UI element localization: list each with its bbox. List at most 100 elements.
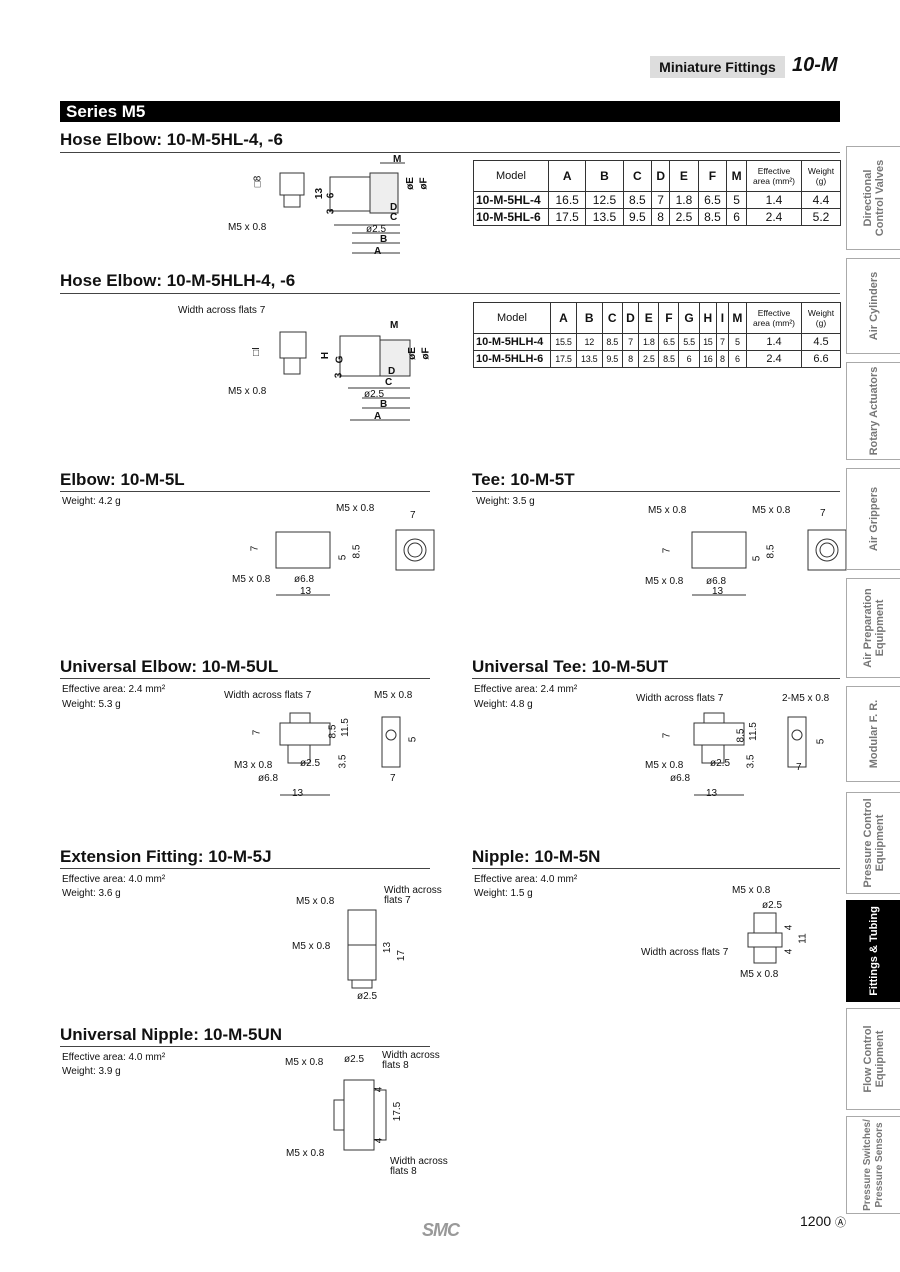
- n-dim-d25: ø2.5: [762, 900, 783, 911]
- tab-label: Fittings & Tubing: [867, 906, 880, 996]
- table-header-cell: C: [601, 302, 623, 334]
- section-rule: [60, 1046, 430, 1047]
- tab-directional-control-valves[interactable]: Directional Control Valves: [846, 146, 900, 250]
- page-mark: Ⓐ: [835, 1217, 847, 1229]
- table-hl: Model A B C D E F M Effective area (mm²)…: [473, 160, 841, 226]
- section-title-ut: Universal Tee: 10-M-5UT: [472, 657, 669, 676]
- hl-dim-m: M: [393, 154, 402, 165]
- table-header-cell: Weight (g): [801, 302, 841, 334]
- hlh-drawing: [279, 331, 411, 421]
- table-header-row: Model A B C D E F M Effective area (mm²)…: [473, 160, 841, 192]
- tab-fittings-tubing[interactable]: Fittings & Tubing: [846, 900, 900, 1002]
- tab-rotary-actuators[interactable]: Rotary Actuators: [846, 362, 900, 460]
- table-header-cell: E: [638, 302, 660, 334]
- hlh-dim-b: B: [380, 399, 388, 410]
- ul-dim-7-left: 7: [251, 729, 263, 736]
- ut-dim-d25: ø2.5: [710, 758, 731, 769]
- tab-label: Pressure Control Equipment: [861, 798, 886, 888]
- hlh-dim-d: D: [388, 366, 396, 377]
- ut-drawing: [693, 712, 807, 796]
- table-cell: 8: [621, 350, 640, 368]
- tab-label: Pressure Switches/ Pressure Sensors: [861, 1119, 885, 1211]
- table-cell: 8.5: [601, 333, 623, 351]
- tab-pressure-switches-sensors[interactable]: Pressure Switches/ Pressure Sensors: [846, 1116, 900, 1214]
- hl-drawing: [279, 162, 405, 254]
- table-cell: 6: [678, 350, 700, 368]
- t-thread-left: M5 x 0.8: [648, 505, 687, 516]
- table-cell: 2.4: [746, 350, 802, 368]
- section-title-ul: Universal Elbow: 10-M-5UL: [60, 657, 279, 676]
- table-header-cell: A: [550, 302, 577, 334]
- t-dim-7-left: 7: [661, 547, 673, 554]
- n-area: Effective area: 4.0 mm²: [474, 874, 578, 885]
- table-cell: 16.5: [547, 191, 587, 209]
- table-cell: 16: [698, 350, 718, 368]
- l-dim-7-left: 7: [249, 545, 261, 552]
- tab-flow-control-equipment[interactable]: Flow Control Equipment: [846, 1008, 900, 1110]
- ul-weight: Weight: 5.3 g: [62, 699, 121, 710]
- ul-thread-m3: M3 x 0.8: [234, 760, 273, 771]
- l-weight: Weight: 4.2 g: [62, 496, 121, 507]
- tab-pressure-control-equipment[interactable]: Pressure Control Equipment: [846, 792, 900, 894]
- table-cell: 10-M-5HL-4: [473, 191, 549, 209]
- table-header-cell: B: [575, 302, 603, 334]
- section-rule: [472, 868, 840, 869]
- table-header-cell: F: [658, 302, 680, 334]
- table-cell: 6: [726, 208, 747, 226]
- n-thread-top: M5 x 0.8: [732, 885, 771, 896]
- l-dim-7-top: 7: [410, 510, 416, 521]
- hl-dim-c: C: [390, 212, 398, 223]
- table-header-cell: B: [585, 160, 624, 192]
- table-row: 10-M-5HLH-6 17.5 13.5 9.5 8 2.5 8.5 6 16…: [473, 350, 841, 368]
- ut-dim-35: 3.5: [745, 754, 757, 769]
- ut-dim-13: 13: [706, 788, 718, 799]
- table-cell: 10-M-5HL-6: [473, 208, 549, 226]
- ul-dim-115: 11.5: [339, 718, 351, 737]
- table-cell: 6.6: [801, 350, 841, 368]
- table-header-row: Model A B C D E F G H I M Effective area…: [473, 302, 841, 334]
- table-cell: 1.8: [669, 191, 699, 209]
- l-drawing: [275, 529, 435, 596]
- section-title-n: Nipple: 10-M-5N: [472, 847, 601, 866]
- tab-air-grippers[interactable]: Air Grippers: [846, 468, 900, 570]
- j-dim-d25: ø2.5: [357, 991, 378, 1002]
- ut-area: Effective area: 2.4 mm²: [474, 684, 578, 695]
- tab-air-cylinders[interactable]: Air Cylinders: [846, 258, 900, 354]
- table-cell: 6: [727, 350, 748, 368]
- ut-weight: Weight: 4.8 g: [474, 699, 533, 710]
- table-header-cell: C: [622, 160, 653, 192]
- table-cell: 7: [716, 333, 729, 351]
- ul-flats-label: Width across flats 7: [224, 690, 312, 701]
- tab-air-preparation-equipment[interactable]: Air Preparation Equipment: [846, 578, 900, 678]
- table-header-cell: Model: [473, 302, 551, 334]
- t-dim-13: 13: [712, 586, 724, 597]
- table-header-cell: M: [726, 160, 747, 192]
- j-weight: Weight: 3.6 g: [62, 888, 121, 899]
- j-flats-line2: flats 7: [384, 895, 411, 906]
- table-cell: 6.5: [697, 191, 728, 209]
- section-rule: [60, 868, 430, 869]
- tab-modular-fr[interactable]: Modular F. R.: [846, 686, 900, 782]
- table-row: 10-M-5HL-4 16.5 12.5 8.5 7 1.8 6.5 5 1.4…: [473, 191, 841, 209]
- table-cell: 5.5: [678, 333, 700, 351]
- page-number: 1200 Ⓐ: [800, 1213, 846, 1230]
- ul-dim-13: 13: [292, 788, 304, 799]
- l-dim-d68: ø6.8: [294, 574, 315, 585]
- table-cell: 15.5: [550, 333, 577, 351]
- table-cell: 5: [726, 191, 747, 209]
- hlh-dim-h: H: [320, 351, 332, 360]
- l-thread-top: M5 x 0.8: [336, 503, 375, 514]
- table-header-cell: D: [651, 160, 671, 192]
- section-title-un: Universal Nipple: 10-M-5UN: [60, 1025, 282, 1044]
- table-cell: 17.5: [547, 208, 587, 226]
- table-cell: 9.5: [622, 208, 653, 226]
- ut-dim-7: 7: [796, 762, 802, 773]
- table-cell: 13.5: [585, 208, 624, 226]
- un-dim-4-bottom: 4: [373, 1137, 385, 1144]
- ul-drawing: [279, 712, 401, 796]
- j-area: Effective area: 4.0 mm²: [62, 874, 166, 885]
- table-cell: 8.5: [658, 350, 680, 368]
- hl-dim-13: 13: [314, 187, 326, 200]
- smc-logo: SMC: [422, 1220, 460, 1240]
- hl-dim-f: øF: [418, 177, 430, 190]
